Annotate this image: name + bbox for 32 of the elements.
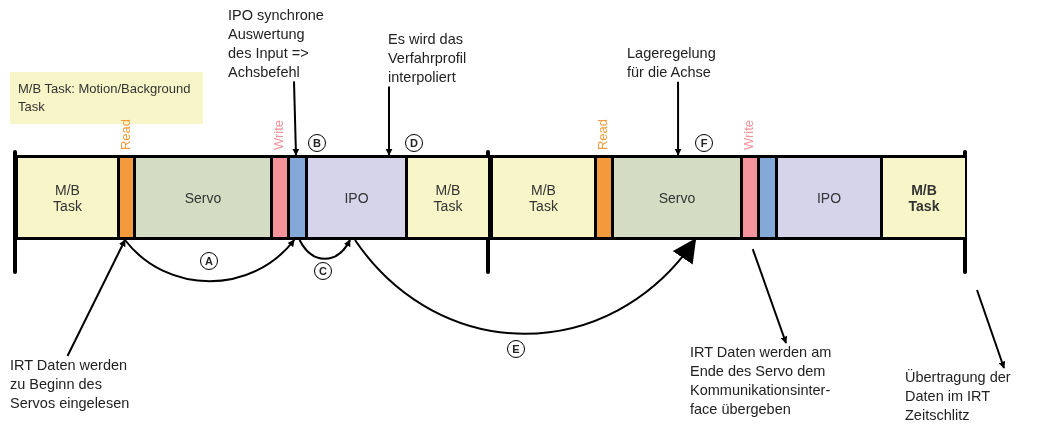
arrow [751,248,788,344]
ipo-segment: IPO [305,155,405,240]
servo-segment: Servo [133,155,270,240]
annotation-text: IRT Daten werden am Ende des Servo dem Kommunikationsinter- face übergeben [690,343,840,419]
task-segment: M/B Task [880,155,965,240]
task-segment: M/B Task [490,155,594,240]
task-segment: M/B Task [405,155,488,240]
arrow [354,238,697,335]
edge-label: C [314,262,332,280]
annotation-text: IRT Daten werden zu Beginn des Servos eingelesen [10,356,135,413]
task-segment: M/B Task [15,155,117,240]
slot-label: Write [271,119,286,150]
edge-label: E [507,340,525,358]
slot-label: Read [595,118,610,150]
arrow [298,239,351,260]
annotation-text: Es wird das Verfahrprofil interpoliert [388,30,488,87]
arrow [385,85,393,156]
servo-segment: Servo [611,155,740,240]
ipo-segment: IPO [775,155,880,240]
arrow [66,239,126,357]
annotation-text: Übertragung der Daten im IRT Zeitschlitz [905,368,1025,425]
arrow [124,239,296,283]
edge-label: F [695,134,713,152]
slot-label: Write [741,119,756,150]
edge-label: B [308,134,326,152]
annotation-text: Lageregelung für die Achse [627,44,732,82]
arrow [976,289,1006,369]
annotation-text: IPO synchrone Auswertung des Input => Achsbefehl [228,6,330,82]
edge-label: A [200,252,218,270]
arrow [292,80,300,156]
edge-label: D [405,134,423,152]
arrow [674,80,682,156]
